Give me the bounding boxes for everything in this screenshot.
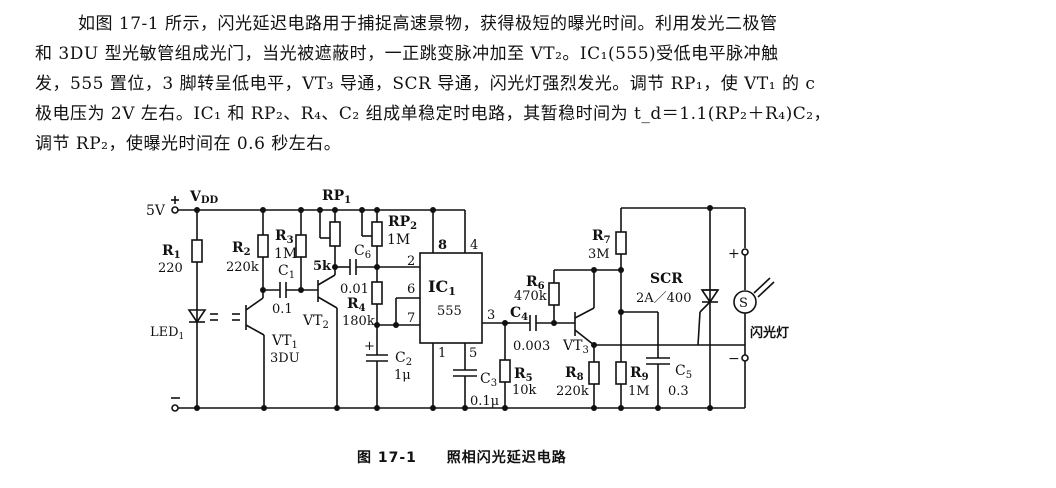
ic1-type: 555 [437, 304, 462, 319]
c5-label: C5 [675, 363, 692, 381]
figure-caption: 图 17-1 照相闪光延迟电路 [357, 447, 567, 467]
figure-number: 图 17-1 [357, 450, 417, 466]
r7-value: 3M [588, 247, 610, 262]
ic1-pin-1: 1 [438, 346, 446, 361]
resistor-r5: R5 10k [499, 323, 537, 408]
ic1-pin-2: 2 [407, 254, 415, 269]
c3-value: 0.1μ [470, 394, 499, 409]
r1-label: R1 [162, 243, 181, 261]
description-line-3: 发，555 置位，3 脚转呈低电平，VT₃ 导通，SCR 导通，闪光灯强烈发光。… [35, 74, 816, 94]
scr-rating: 2A／400 [636, 291, 691, 306]
c3-label: C3 [480, 371, 497, 389]
rp1-label: RP1 [322, 188, 351, 206]
rp1-value: 5k [313, 259, 332, 274]
junction-dots [194, 205, 713, 411]
c4-label: C4 [510, 305, 528, 323]
rp2-label: RP2 [388, 214, 417, 232]
r2-value: 220k [226, 260, 259, 275]
ic1-555: IC1 555 8 4 2 6 7 3 1 5 [377, 210, 510, 408]
capacitor-c2: + C2 1μ [364, 325, 412, 408]
scr-label: SCR [650, 271, 683, 287]
ic1-pin-7: 7 [407, 311, 415, 326]
ic1-pin-4: 4 [470, 238, 478, 253]
rp2-value: 1M [387, 232, 410, 248]
potentiometer-rp2: RP2 1M [361, 210, 417, 267]
description-line-2: 和 3DU 型光敏管组成光门，当光被遮蔽时，一正跳变脉冲加至 VT₂。IC₁(5… [35, 44, 779, 64]
led1-label: LED1 [150, 325, 184, 342]
r6-label: R6 [526, 274, 545, 292]
description-line-4: 极电压为 2V 左右。IC₁ 和 RP₂、R₄、C₂ 组成单稳定时电路，其暂稳时… [35, 104, 832, 124]
r5-label: R5 [514, 366, 533, 384]
capacitor-c1: C1 0.1 [263, 263, 318, 317]
c2-label: C2 [395, 350, 412, 368]
lamp-label: 闪光灯 [750, 325, 789, 341]
supply-minus-terminal [171, 397, 180, 412]
resistor-r8: R8 220k [556, 345, 600, 408]
description-line-1: 如图 17-1 所示，闪光延迟电路用于捕捉高速景物，获得极短的曝光时间。利用发光… [78, 14, 778, 34]
r4-value: 180k [342, 314, 375, 329]
c2-polarity: + [364, 339, 375, 354]
phototransistor-vt1: VT1 3DU [232, 290, 300, 408]
ic1-pin-6: 6 [407, 282, 415, 297]
description-line-5: 调节 RP₂，使曝光时间在 0.6 秒左右。 [35, 134, 342, 154]
ic1-pin-5: 5 [469, 346, 477, 361]
r7-label: R7 [592, 228, 611, 246]
r9-label: R9 [630, 365, 649, 383]
c6-value: 0.01 [340, 282, 369, 297]
lamp-minus: − [728, 351, 740, 367]
r6-value: 470k [514, 289, 547, 304]
r3-label: R3 [275, 228, 294, 246]
resistor-r6: R6 470k [514, 269, 621, 323]
ic1-label: IC1 [428, 277, 456, 298]
figure-title: 照相闪光延迟电路 [446, 450, 567, 466]
ic1-pin-3: 3 [487, 308, 495, 323]
c1-label: C1 [278, 263, 295, 281]
supply-plus-terminal: 5V VDD [146, 189, 219, 219]
vdd-label: VDD [189, 189, 219, 206]
capacitor-c3: C3 0.1μ [453, 369, 499, 409]
r8-label: R8 [565, 365, 584, 383]
vt3-label: VT3 [562, 338, 589, 356]
lamp-symbol: S [739, 296, 748, 311]
resistor-r3: R3 1M [274, 210, 307, 290]
transistor-vt3: VT3 [562, 270, 745, 356]
r5-value: 10k [512, 383, 537, 398]
resistor-r1: R1 220 [158, 210, 203, 305]
r3-value: 1M [274, 246, 297, 262]
lamp-plus: + [728, 246, 740, 262]
c1-value: 0.1 [272, 302, 293, 317]
vt1-label: VT1 [271, 333, 298, 351]
supply-voltage-label: 5V [146, 203, 166, 219]
vt2-label: VT2 [302, 313, 329, 331]
c6-label: C6 [354, 243, 371, 261]
flash-lamp: S + − 闪光灯 [728, 208, 789, 408]
c2-value: 1μ [394, 368, 411, 383]
c4-value: 0.003 [513, 339, 550, 354]
resistor-r7: R7 3M [588, 207, 745, 408]
r2-label: R2 [232, 240, 251, 258]
resistor-r4: R4 180k [342, 267, 383, 329]
scr-thyristor: SCR 2A／400 [636, 208, 720, 408]
vt1-type: 3DU [270, 351, 300, 366]
r4-label: R4 [347, 296, 366, 314]
capacitor-c5: C5 0.3 [621, 311, 692, 408]
r1-value: 220 [158, 261, 183, 276]
r8-value: 220k [556, 384, 589, 399]
transistor-vt2: VT2 [302, 274, 338, 408]
r9-value: 1M [628, 384, 650, 399]
resistor-r2: R2 220k [226, 210, 269, 290]
potentiometer-rp1: RP1 5k [313, 188, 351, 275]
resistor-r9: R9 1M [615, 361, 650, 399]
led1: LED1 [150, 305, 218, 408]
c5-value: 0.3 [668, 384, 689, 399]
ic1-pin-8: 8 [438, 238, 447, 253]
